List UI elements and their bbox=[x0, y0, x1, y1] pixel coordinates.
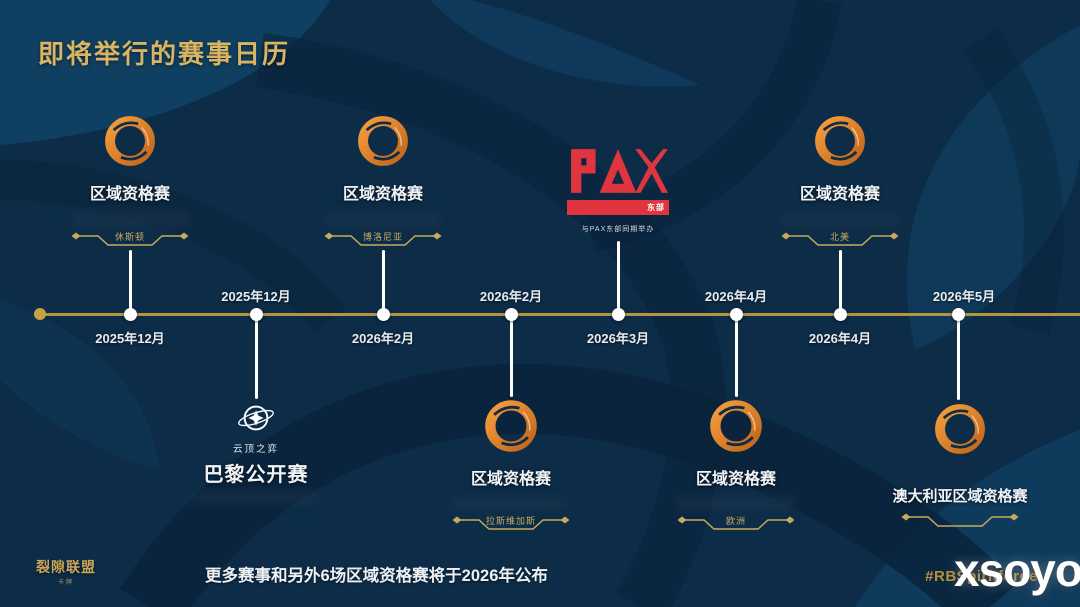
bracket-line bbox=[71, 232, 189, 246]
blurred-region bbox=[781, 212, 899, 227]
bracket-line bbox=[452, 516, 570, 530]
timeline-dot bbox=[123, 308, 137, 321]
tft-planet-star-icon bbox=[238, 405, 274, 431]
timeline-dot bbox=[611, 308, 625, 321]
event-date: 2025年12月 bbox=[221, 289, 291, 304]
event-date: 2026年4月 bbox=[808, 331, 872, 346]
event-location: 北美 bbox=[829, 232, 850, 242]
event-title: 区域资格赛 bbox=[470, 471, 551, 488]
timeline-dot bbox=[951, 308, 965, 321]
timeline-dot bbox=[729, 308, 743, 321]
event-date: 2026年5月 bbox=[932, 289, 996, 304]
blurred-region bbox=[452, 496, 570, 511]
timeline-stem bbox=[509, 315, 513, 397]
timeline-stem bbox=[956, 315, 960, 400]
event-title: 巴黎公开赛 bbox=[203, 464, 309, 486]
hashtag-label: #RBSpiritforge bbox=[925, 568, 1038, 585]
location-bracket: 博洛尼亚 bbox=[321, 230, 445, 250]
event-tft-paris-open: 云顶之弈 巴黎公开赛 bbox=[156, 399, 356, 504]
game-label: 云顶之弈 bbox=[232, 444, 279, 455]
pax-caption: 与PAX东部同期举办 bbox=[581, 226, 655, 233]
event-date: 2026年3月 bbox=[586, 331, 650, 346]
xsoyo-watermark: xsoyo bbox=[954, 544, 1080, 596]
brand-subtitle: 卡牌 bbox=[57, 580, 74, 586]
timeline-stem bbox=[254, 315, 258, 399]
timeline-start-dot bbox=[34, 308, 46, 320]
event-title: 区域资格赛 bbox=[89, 186, 170, 203]
event-regional-qualifier-australia: 澳大利亚区域资格赛 bbox=[860, 400, 1060, 531]
pax-bar-label: 东部 bbox=[647, 203, 665, 212]
location-bracket: 休斯顿 bbox=[68, 230, 192, 250]
event-location: 拉斯维加斯 bbox=[485, 516, 536, 526]
bracket-line bbox=[324, 232, 442, 246]
bracket-line bbox=[677, 516, 795, 530]
timeline-dot bbox=[249, 308, 263, 321]
timeline-stem bbox=[734, 315, 738, 397]
riftbound-swirl-icon bbox=[710, 400, 762, 452]
blurred-region bbox=[71, 212, 189, 227]
timeline-line bbox=[36, 313, 1080, 316]
event-location: 博洛尼亚 bbox=[362, 232, 403, 242]
event-date: 2025年12月 bbox=[95, 331, 165, 346]
timeline-dot bbox=[376, 308, 390, 321]
event-regional-qualifier-north-america: 区域资格赛 北美 bbox=[740, 112, 940, 250]
blurred-region bbox=[677, 496, 795, 511]
bracket-line bbox=[781, 232, 899, 246]
riftbound-swirl-icon bbox=[105, 116, 155, 166]
pax-logo: 东部 与PAX东部同期举办 bbox=[567, 147, 669, 234]
footer-note: 更多赛事和另外6场区域资格赛将于2026年公布 bbox=[205, 567, 548, 585]
event-date: 2026年4月 bbox=[704, 289, 768, 304]
riftbound-swirl-icon bbox=[485, 400, 537, 452]
event-date: 2026年2月 bbox=[351, 331, 415, 346]
page-title: 即将举行的赛事日历 bbox=[38, 39, 291, 69]
timeline-dot bbox=[504, 308, 518, 321]
riftbound-swirl-icon bbox=[815, 116, 865, 166]
riftbound-swirl-icon bbox=[935, 404, 985, 454]
timeline-dot bbox=[833, 308, 847, 321]
event-title: 区域资格赛 bbox=[799, 186, 880, 203]
timeline-stem bbox=[381, 250, 385, 314]
timeline-stem bbox=[128, 250, 132, 314]
location-bracket bbox=[898, 511, 1022, 531]
event-regional-qualifier-bologna: 区域资格赛 博洛尼亚 bbox=[283, 112, 483, 250]
event-pax-east: 东部 与PAX东部同期举办 bbox=[518, 147, 718, 234]
location-bracket: 欧洲 bbox=[674, 514, 798, 534]
event-location: 休斯顿 bbox=[114, 232, 145, 242]
brand-title: 裂隙联盟 bbox=[36, 559, 96, 575]
pax-east-bar: 东部 bbox=[567, 200, 669, 215]
location-bracket: 拉斯维加斯 bbox=[449, 514, 573, 534]
event-regional-qualifier-las-vegas: 区域资格赛 拉斯维加斯 bbox=[411, 396, 611, 534]
bracket-line bbox=[901, 513, 1019, 527]
event-regional-qualifier-houston: 区域资格赛 休斯顿 bbox=[30, 112, 230, 250]
event-title: 澳大利亚区域资格赛 bbox=[892, 488, 1028, 505]
location-bracket: 北美 bbox=[778, 230, 902, 250]
blurred-region bbox=[324, 212, 442, 227]
timeline-stem bbox=[616, 241, 620, 314]
riftbound-swirl-icon bbox=[358, 116, 408, 166]
event-regional-qualifier-europe: 区域资格赛 欧洲 bbox=[636, 396, 836, 534]
event-title: 区域资格赛 bbox=[342, 186, 423, 203]
pax-letters-icon bbox=[571, 149, 668, 193]
event-date: 2026年2月 bbox=[479, 289, 543, 304]
timeline-stem bbox=[838, 250, 842, 314]
blurred-region bbox=[190, 492, 322, 504]
event-title: 区域资格赛 bbox=[695, 471, 776, 488]
event-location: 欧洲 bbox=[725, 516, 746, 526]
riftbound-brand-logo: 裂隙联盟 卡牌 bbox=[36, 557, 96, 586]
